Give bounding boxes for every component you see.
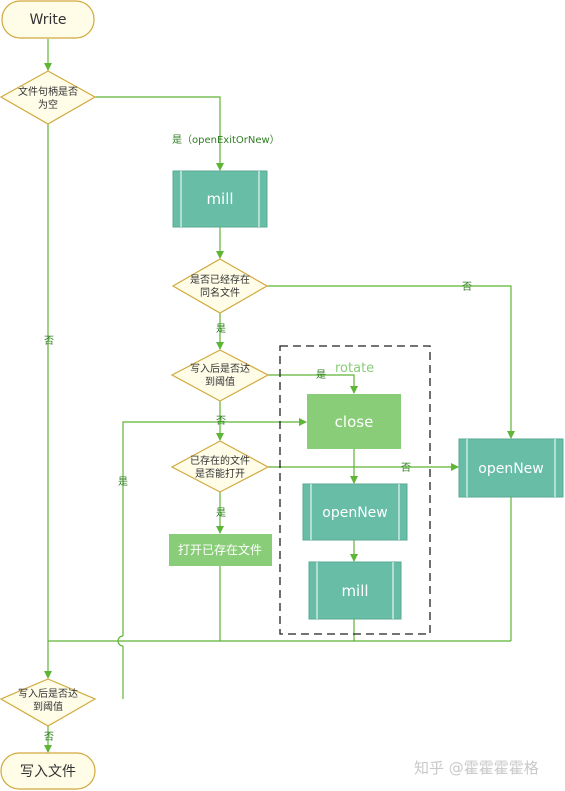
process-opennew-inner: openNew bbox=[302, 483, 408, 541]
decision-can-open-line1: 已存在的文件 bbox=[190, 454, 250, 467]
decision-same-name: 是否已经存在 同名文件 bbox=[171, 258, 269, 314]
label-no-2: 否 bbox=[216, 415, 226, 427]
mill-1-label: mill bbox=[206, 190, 233, 208]
decision-can-open-line2: 是否能打开 bbox=[195, 467, 245, 480]
edge-threshold2-yes-to-close bbox=[122, 418, 307, 636]
label-yes-1: 是 bbox=[216, 323, 226, 335]
process-mill-2: mill bbox=[308, 561, 402, 620]
process-opennew-right: openNew bbox=[458, 438, 564, 498]
decision-threshold-2-line2: 到阈值 bbox=[33, 700, 63, 713]
label-yes-rotate: 是 bbox=[316, 369, 326, 381]
start-label: Write bbox=[30, 12, 67, 28]
end-label: 写入文件 bbox=[20, 764, 76, 780]
decision-same-name-line2: 同名文件 bbox=[200, 286, 240, 299]
start-terminal: Write bbox=[1, 0, 95, 39]
label-no-left: 否 bbox=[44, 335, 54, 347]
rotate-region bbox=[279, 345, 431, 635]
edge-handle-yes-to-mill bbox=[95, 96, 224, 171]
process-open-existing: 打开已存在文件 bbox=[169, 534, 272, 566]
opennew-inner-label: openNew bbox=[322, 505, 387, 521]
open-existing-label: 打开已存在文件 bbox=[178, 542, 262, 557]
close-label: close bbox=[335, 413, 374, 431]
decision-handle-empty: 文件句柄是否 为空 bbox=[0, 70, 97, 125]
decision-handle-empty-line1: 文件句柄是否 bbox=[18, 85, 78, 98]
label-yes-loop: 是 bbox=[118, 476, 128, 488]
label-rotate: rotate bbox=[335, 361, 374, 376]
process-close: close bbox=[307, 394, 401, 449]
decision-handle-empty-line2: 为空 bbox=[38, 98, 58, 111]
connectors bbox=[44, 39, 515, 753]
mill-2-label: mill bbox=[341, 582, 368, 600]
label-no-3: 否 bbox=[401, 462, 411, 474]
decision-threshold-1-line2: 到阈值 bbox=[205, 375, 235, 388]
label-no-end: 否 bbox=[44, 731, 54, 743]
decision-threshold-2-line1: 写入后是否达 bbox=[18, 688, 78, 700]
label-yes-2: 是 bbox=[216, 507, 226, 519]
label-yes-open-exit-or-new: 是（openExitOrNew） bbox=[172, 134, 280, 146]
label-no-right: 否 bbox=[462, 281, 472, 293]
opennew-right-label: openNew bbox=[478, 461, 543, 477]
decision-threshold-1: 写入后是否达 到阈值 bbox=[170, 349, 270, 402]
decision-threshold-2: 写入后是否达 到阈值 bbox=[0, 678, 97, 727]
end-terminal: 写入文件 bbox=[0, 752, 96, 790]
edge-same-name-no-to-opennew bbox=[267, 285, 515, 439]
edge-threshold1-yes-to-close bbox=[268, 374, 358, 394]
decision-same-name-line1: 是否已经存在 bbox=[190, 273, 250, 286]
decision-can-open: 已存在的文件 是否能打开 bbox=[170, 440, 270, 493]
decision-threshold-1-line1: 写入后是否达 bbox=[190, 363, 250, 375]
process-mill-1: mill bbox=[172, 170, 268, 228]
watermark: 知乎 @霍霍霍霍格 bbox=[414, 759, 539, 777]
